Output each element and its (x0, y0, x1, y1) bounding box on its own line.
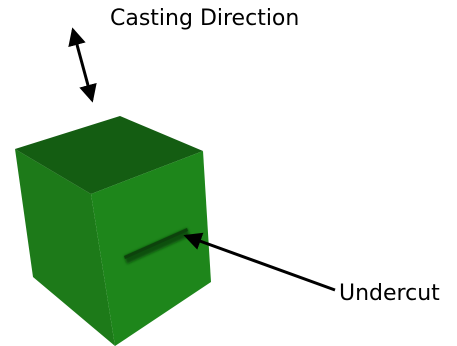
undercut-label: Undercut (339, 281, 440, 306)
cube (15, 116, 211, 346)
cube-top-face (15, 116, 203, 194)
casting-direction-label: Casting Direction (110, 6, 300, 31)
undercut-groove-highlight (124, 228, 188, 259)
cube-left-face (15, 149, 115, 346)
casting-direction-arrow (68, 27, 97, 103)
undercut-pointer-arrow (183, 232, 336, 292)
